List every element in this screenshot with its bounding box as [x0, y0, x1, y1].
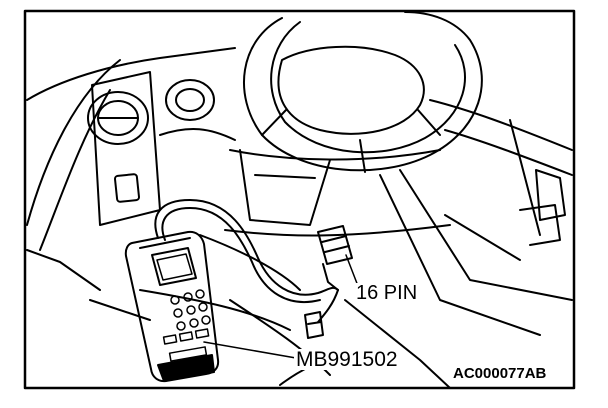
center-console [379, 169, 573, 336]
diagnostic-cable [154, 199, 339, 323]
tool-leader-line [203, 341, 297, 359]
figure-code-label: AC000077AB [452, 365, 548, 382]
steering-wheel [243, 11, 483, 173]
dashboard [26, 47, 573, 291]
tool-part-number-label: MB991502 [294, 348, 400, 371]
scan-tool-screen [151, 247, 197, 286]
figure-frame [23, 9, 576, 390]
scan-tool-keypad [162, 289, 211, 362]
connector-leader-line [345, 254, 359, 287]
left-air-vent [87, 91, 149, 145]
scan-tool-base [157, 354, 215, 382]
connector-pin-label: 16 PIN [354, 282, 420, 304]
steering-column [239, 149, 331, 226]
scan-tool-handheld [124, 230, 220, 383]
gauge-cluster [159, 79, 236, 141]
cable-adapter [304, 311, 324, 339]
